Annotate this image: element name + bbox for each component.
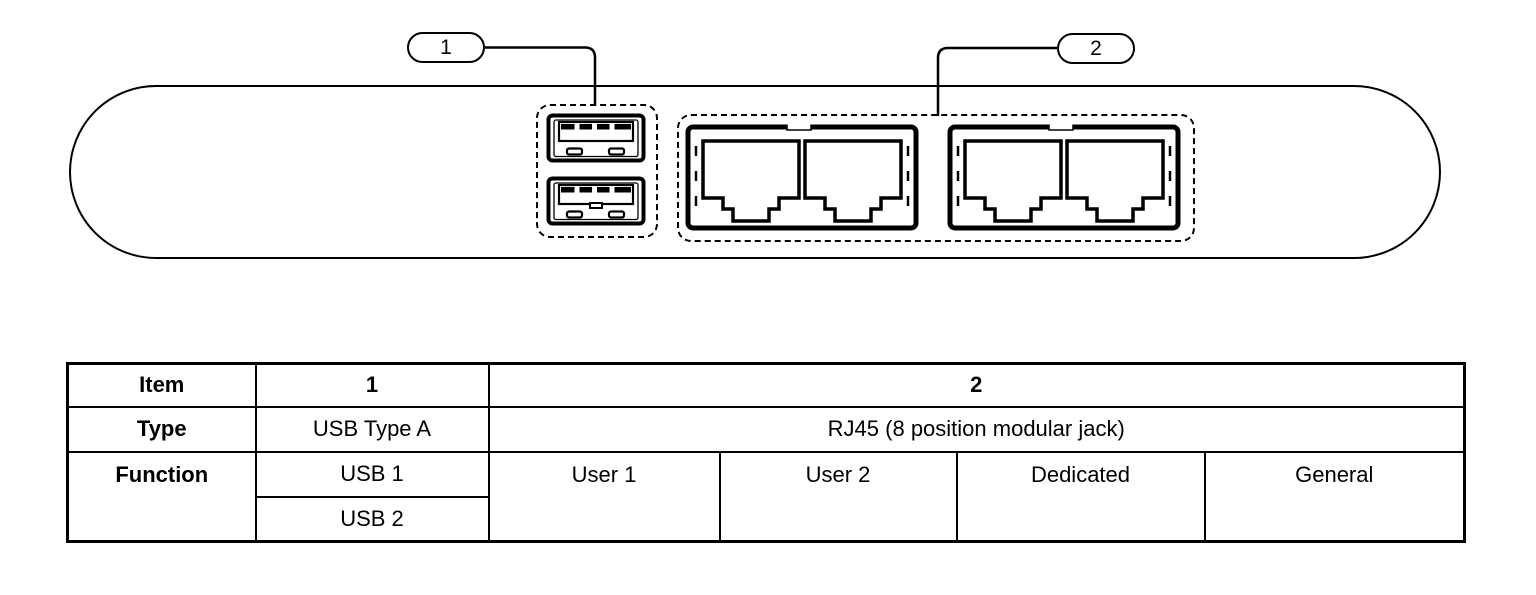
- table-row-function-a: Function USB 1 User 1 User 2 Dedicated G…: [66, 450, 1466, 543]
- type-rj45-cell: RJ45 (8 position modular jack): [487, 405, 1466, 453]
- rj45-dual-jack-2-icon: [947, 124, 1181, 231]
- usb-port-2-icon: [546, 176, 646, 226]
- usb-ports-dashed-outline: [536, 104, 658, 238]
- function-user2-cell: User 2: [718, 450, 958, 543]
- function-user1-cell: User 1: [487, 450, 721, 543]
- ports-legend-table: Item 1 2 Type USB Type A RJ45 (8 positio…: [66, 362, 1466, 543]
- type-usb-cell: USB Type A: [254, 405, 490, 453]
- rj45-dual-jack-1-icon: [685, 124, 919, 231]
- callout-2-number: 2: [1090, 36, 1102, 60]
- function-row-header: Function: [66, 450, 257, 543]
- callout-2-bubble: 2: [1057, 33, 1135, 64]
- table-row-function-b: USB 2: [68, 495, 1465, 543]
- item-row-header: Item: [66, 362, 257, 408]
- item-1-cell: 1: [254, 362, 490, 408]
- callout-1-number: 1: [440, 35, 452, 59]
- function-general-cell: General: [1203, 450, 1466, 543]
- item-2-cell: 2: [487, 362, 1466, 408]
- callout-1-bubble: 1: [407, 32, 485, 63]
- function-usb2-cell: USB 2: [254, 495, 490, 543]
- table-row-item: Item 1 2: [66, 362, 1466, 408]
- function-usb1-cell: USB 1: [254, 450, 490, 498]
- function-dedicated-cell: Dedicated: [955, 450, 1206, 543]
- table-row-type: Type USB Type A RJ45 (8 position modular…: [66, 405, 1466, 453]
- rj45-ports-dashed-outline: [677, 114, 1195, 242]
- usb-port-1-icon: [546, 113, 646, 163]
- type-row-header: Type: [66, 405, 257, 453]
